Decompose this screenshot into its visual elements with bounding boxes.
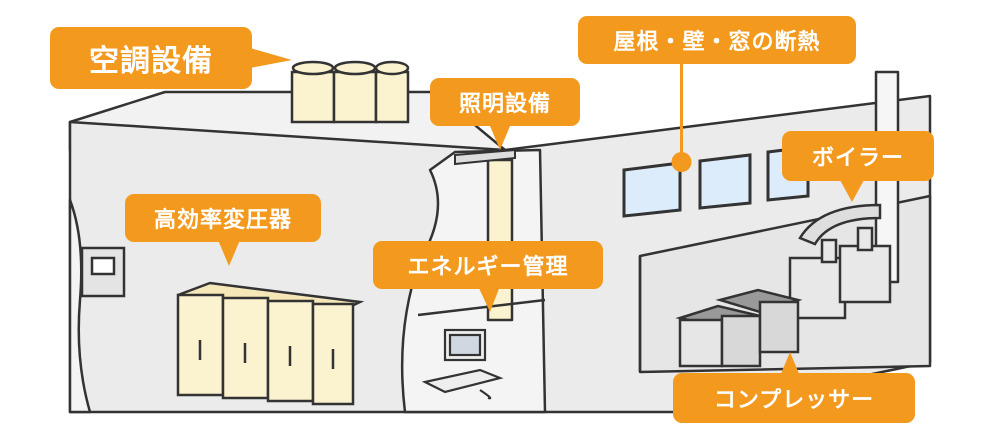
transformer-callout: 高効率変圧器 xyxy=(125,194,321,242)
boiler-pointer xyxy=(840,180,864,202)
left-cutaway xyxy=(68,198,92,414)
compressor-callout: コンプレッサー xyxy=(673,373,915,423)
energy-management-label: エネルギー管理 xyxy=(407,255,569,280)
insulation-label: 屋根・壁・窓の断熱 xyxy=(613,30,821,55)
interior-floor-line xyxy=(417,298,546,317)
compressor-pointer xyxy=(780,352,800,376)
transformer-label: 高効率変圧器 xyxy=(153,208,292,233)
boiler-icon xyxy=(788,203,892,320)
hvac-pointer xyxy=(250,48,292,68)
transformer-pointer xyxy=(218,240,240,266)
lighting-label: 照明設備 xyxy=(458,92,551,117)
lighting-pointer xyxy=(490,126,510,150)
compressor-label: コンプレッサー xyxy=(713,388,875,413)
compressor-icon xyxy=(675,288,803,368)
energy-management-callout: エネルギー管理 xyxy=(373,241,603,289)
boiler-callout: ボイラー xyxy=(782,131,934,181)
insulation-pointer-line xyxy=(680,58,683,158)
computer-terminal-icon xyxy=(421,328,504,400)
transformer-cabinet-icon xyxy=(176,281,365,406)
electric-meter-icon xyxy=(80,246,126,298)
boiler-label: ボイラー xyxy=(811,146,904,171)
air-conditioner-units-icon xyxy=(290,60,410,124)
lighting-callout: 照明設備 xyxy=(430,78,580,126)
insulation-callout: 屋根・壁・窓の断熱 xyxy=(578,16,856,64)
hvac-callout: 空調設備 xyxy=(50,27,252,89)
energy-pointer xyxy=(478,286,500,312)
hvac-label: 空調設備 xyxy=(89,44,213,79)
light-fixture-icon xyxy=(454,148,516,166)
insulation-pointer-dot xyxy=(671,152,692,172)
